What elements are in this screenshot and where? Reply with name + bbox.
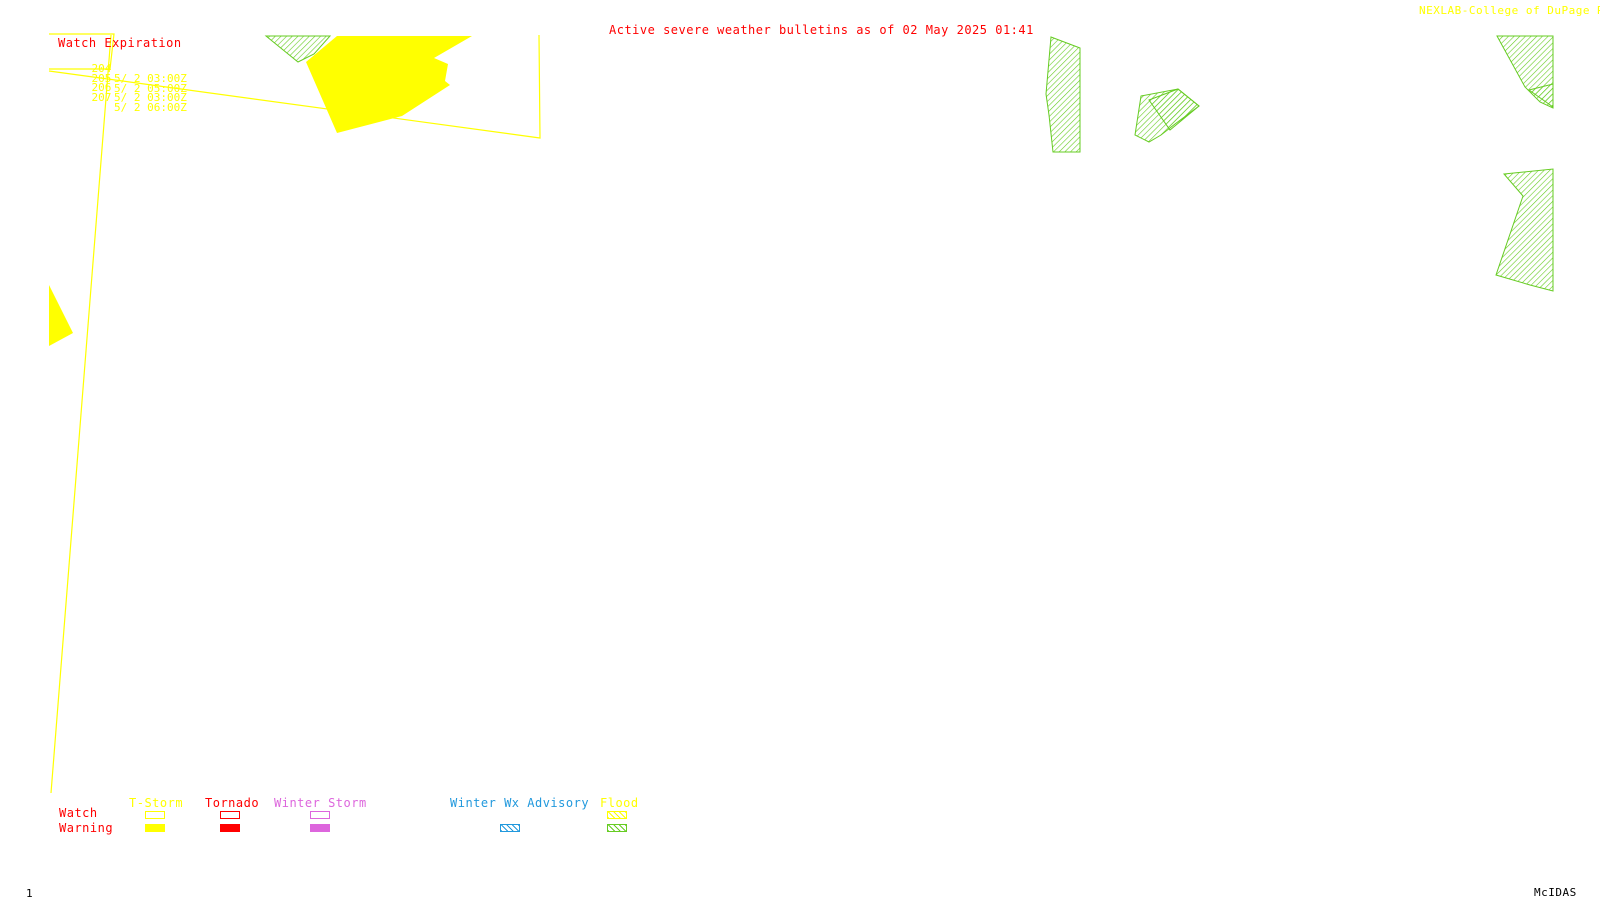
legend-label-winter-storm: Winter Storm: [274, 796, 367, 810]
watch-row: 207 5/ 2 06:00Z: [65, 83, 187, 123]
watch-id: 205: [91, 72, 112, 85]
watch-row: 204 5/ 2 03:00Z: [65, 54, 187, 94]
legend-swatch-tstorm-watch: [145, 811, 165, 819]
legend-swatch-winter-wx-advisory: [500, 824, 520, 832]
tstorm-watch-outlines: [48, 33, 541, 794]
legend-swatch-tornado-warning: [220, 824, 240, 832]
flood-warning-polygon: [1495, 168, 1554, 292]
legend-row-watch: Watch: [59, 806, 98, 820]
tstorm-watch-outline-west: [49, 33, 115, 70]
legend-row-warning: Warning: [59, 821, 114, 835]
legend-label-flood: Flood: [600, 796, 639, 810]
legend-swatch-flood-warning: [607, 824, 627, 832]
software-label: McIDAS: [1534, 886, 1577, 899]
legend-swatch-winter-storm-watch: [310, 811, 330, 819]
flood-warning-polygon: [1045, 36, 1081, 153]
page-title: Active severe weather bulletins as of 02…: [609, 23, 1034, 37]
watch-id: 206: [91, 81, 112, 94]
watch-id: 207: [91, 91, 112, 104]
tstorm-watch-edge: [50, 34, 112, 794]
watch-expires: 5/ 2 06:00Z: [114, 101, 187, 114]
watch-row: 205 5/ 2 05:00Z: [65, 64, 187, 104]
legend-label-tstorm: T-Storm: [129, 796, 184, 810]
credit-label: NEXLAB-College of DuPage R: [1419, 4, 1600, 17]
watch-expires: 5/ 2 03:00Z: [114, 91, 187, 104]
legend-swatch-flood-watch: [607, 811, 627, 819]
legend-label-winter-wx-advisory: Winter Wx Advisory: [450, 796, 590, 810]
watch-expiration-heading: Watch Expiration: [58, 36, 182, 50]
watch-id: 204: [91, 62, 112, 75]
legend-swatch-winter-storm-warning: [310, 824, 330, 832]
tstorm-warning-polygon: [49, 285, 73, 346]
flood-warning-polygon: [264, 35, 332, 63]
watch-row: 206 5/ 2 03:00Z: [65, 73, 187, 113]
flood-warnings: [264, 35, 1554, 292]
flood-warning-polygon: [1527, 83, 1554, 108]
frame-number: 1: [26, 887, 34, 900]
tstorm-warning-polygon: [306, 36, 472, 133]
tstorm-watch-outline-central: [48, 34, 541, 139]
legend-swatch-tstorm-warning: [145, 824, 165, 832]
watch-expires: 5/ 2 05:00Z: [114, 82, 187, 95]
flood-warning-polygon: [1148, 88, 1200, 131]
watch-expires: 5/ 2 03:00Z: [114, 72, 187, 85]
legend-swatch-tornado-watch: [220, 811, 240, 819]
legend-label-tornado: Tornado: [205, 796, 260, 810]
